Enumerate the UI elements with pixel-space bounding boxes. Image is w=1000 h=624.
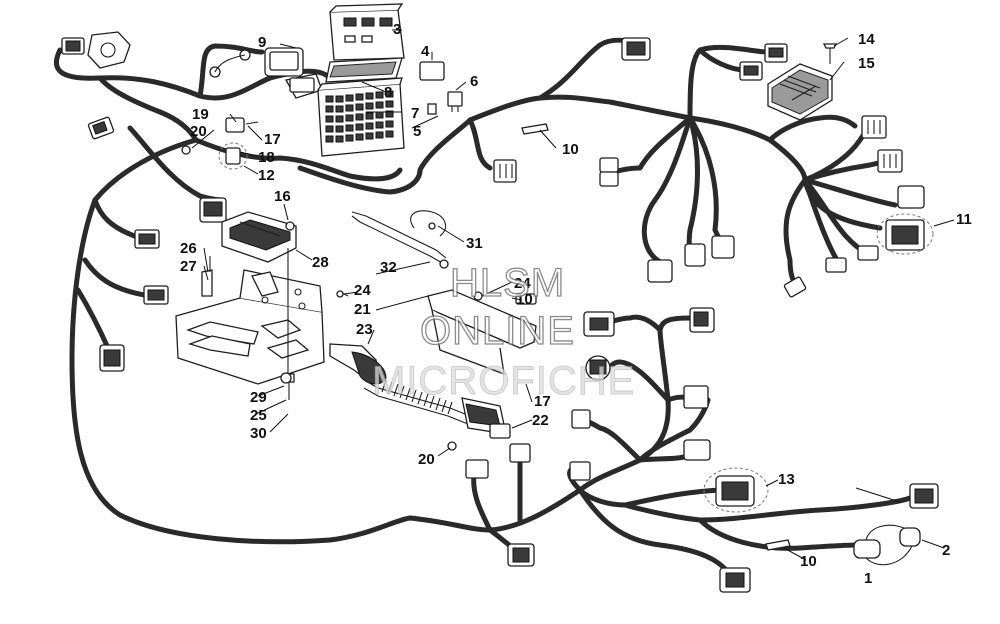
callout-labels: 1 2 3 4 5 6 7 8 9 10 11 12 13 14 15 16 1… — [180, 21, 972, 587]
fuse-box-assembly — [209, 3, 463, 157]
callout-4: 4 — [421, 43, 430, 60]
fuse-grid — [325, 90, 394, 143]
callout-14: 14 — [858, 31, 875, 48]
callout-11: 11 — [956, 211, 972, 228]
callout-29: 29 — [250, 389, 267, 406]
callout-2: 2 — [942, 542, 950, 559]
callout-12: 12 — [258, 167, 275, 184]
callout-25: 25 — [250, 407, 267, 424]
callout-20: 20 — [190, 123, 207, 140]
callout-17-secondary: 17 — [534, 393, 551, 410]
main-harness — [53, 37, 913, 578]
callout-3: 3 — [393, 21, 401, 38]
detail-circle-11 — [876, 213, 934, 255]
callout-5: 5 — [413, 123, 421, 140]
callout-1: 1 — [864, 570, 872, 587]
watermark-line-2: ONLINE — [420, 309, 575, 353]
lower-connectors — [465, 307, 939, 593]
detail-circle-13 — [703, 467, 769, 513]
callout-24: 24 — [354, 282, 371, 299]
callout-31: 31 — [466, 235, 483, 252]
callout-28: 28 — [312, 254, 329, 271]
watermark: HLSM ONLINE MICROFICHE — [372, 260, 635, 403]
callout-19: 19 — [192, 106, 209, 123]
callout-22: 22 — [532, 412, 549, 429]
callout-24-secondary: 24 — [514, 275, 531, 292]
watermark-line-1: HLSM — [450, 261, 565, 305]
callout-10-tertiary: 10 — [800, 553, 817, 570]
callout-27: 27 — [180, 258, 197, 275]
callout-13: 13 — [778, 471, 795, 488]
callout-6: 6 — [470, 73, 478, 90]
top-left-connectors — [61, 31, 227, 372]
callout-16: 16 — [274, 188, 291, 205]
callout-8: 8 — [384, 84, 392, 101]
callout-20-secondary: 20 — [418, 451, 435, 468]
callout-10: 10 — [562, 141, 579, 158]
callout-23: 23 — [356, 321, 373, 338]
actuator-screw-thread — [381, 379, 453, 415]
watermark-line-3: MICROFICHE — [372, 359, 635, 403]
callout-7: 7 — [411, 105, 419, 122]
callout-15: 15 — [858, 55, 875, 72]
bracket-assembly — [175, 117, 537, 451]
callout-26: 26 — [180, 240, 197, 257]
leader-lines — [191, 29, 955, 561]
detail-circle-12 — [218, 142, 248, 170]
callout-10-secondary: 10 — [516, 291, 533, 308]
callout-30: 30 — [250, 425, 267, 442]
callout-9: 9 — [258, 34, 266, 51]
callout-32: 32 — [380, 259, 397, 276]
callout-18: 18 — [258, 149, 275, 166]
callout-21: 21 — [354, 301, 371, 318]
regulator-assembly — [493, 37, 925, 298]
callout-17: 17 — [264, 131, 281, 148]
